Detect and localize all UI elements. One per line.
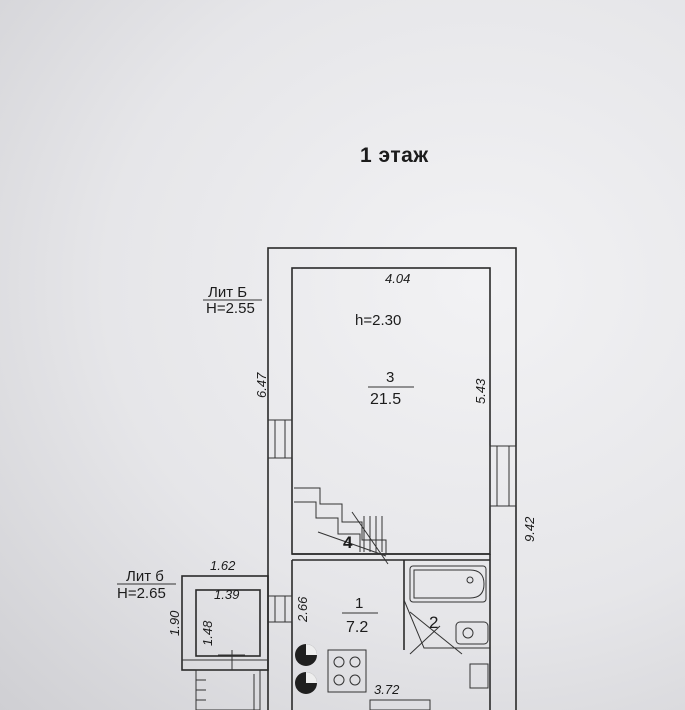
staircase [294,487,389,565]
room3-area: 21.5 [370,391,401,408]
dim-annex-inner-left: 1.48 [200,620,215,646]
lit-main-height: H=2.55 [206,300,255,317]
lit-annex-name: Лит б [126,568,164,585]
kitchen-appliances [295,644,367,694]
windows [267,419,517,710]
dim-right-length: 5.43 [473,378,488,404]
lit-annex-height: H=2.65 [117,585,166,602]
dim-annex-inner: 1.39 [214,587,239,602]
annex-walls [181,575,269,710]
dim-top-width: 4.04 [385,271,410,286]
room4-number: 4 [343,533,353,552]
dimension-labels: 4.04 6.47 5.43 9.42 1.62 1.39 1.90 1.48 … [167,271,537,697]
dim-annex-left: 1.90 [167,610,182,636]
room1-number: 1 [355,595,363,612]
room2-number: 2 [429,613,438,632]
dim-annex-top: 1.62 [210,558,236,573]
room3-number: 3 [386,369,394,386]
lit-labels: Лит Б H=2.55 Лит б H=2.65 [117,284,262,602]
room-labels: h=2.30 3 21.5 1 7.2 2 4 [342,312,438,636]
dim-left-length: 6.47 [254,372,269,398]
floor-title: 1 этаж [360,144,429,167]
room3-ceiling: h=2.30 [355,312,401,329]
bathroom-fixtures [403,565,490,689]
dim-room1-left: 2.66 [295,596,310,623]
lit-main-name: Лит Б [208,284,247,301]
dim-outer-right: 9.42 [522,516,537,542]
room1-area: 7.2 [346,619,368,636]
dim-bottom-width: 3.72 [374,682,400,697]
